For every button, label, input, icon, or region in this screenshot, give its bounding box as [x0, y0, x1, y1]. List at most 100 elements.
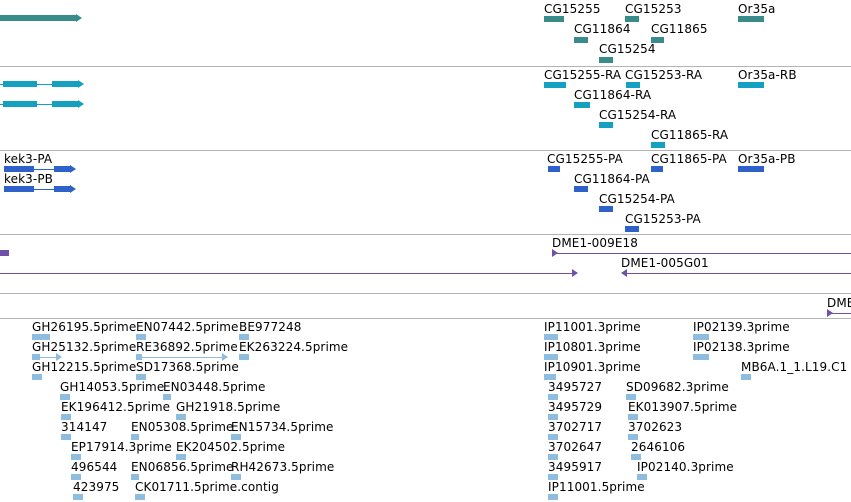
est-feature[interactable] — [32, 334, 50, 340]
clone-line[interactable] — [625, 273, 851, 274]
cds-label[interactable]: kek3-PA — [4, 152, 53, 166]
est-feature[interactable] — [60, 394, 70, 400]
cds-feature[interactable] — [625, 226, 639, 232]
gene-feature[interactable] — [651, 37, 664, 43]
gene-label[interactable]: CG11865 — [651, 22, 708, 36]
est-feature[interactable] — [136, 334, 146, 340]
est-feature[interactable] — [741, 374, 751, 380]
cds-label[interactable]: CG11865-PA — [651, 152, 727, 166]
gene-label[interactable]: CG15254 — [599, 42, 656, 56]
cds-label[interactable]: Or35a-PB — [738, 152, 796, 166]
cds-label[interactable]: CG15253-PA — [625, 212, 701, 226]
clone-line[interactable] — [831, 313, 851, 314]
est-feature[interactable] — [73, 494, 83, 500]
transcript-label[interactable]: CG11864-RA — [574, 88, 652, 102]
est-feature[interactable] — [628, 414, 638, 420]
cds-feature[interactable] — [738, 166, 764, 172]
gene-label[interactable]: CG15253 — [625, 2, 682, 16]
est-label[interactable]: SD09682.3prime — [626, 380, 729, 394]
est-feature[interactable] — [176, 454, 186, 460]
est-feature[interactable] — [131, 474, 139, 480]
est-feature[interactable] — [131, 434, 139, 440]
transcript-feature[interactable] — [574, 102, 590, 108]
exon[interactable] — [52, 81, 78, 87]
est-feature[interactable] — [548, 414, 558, 420]
est-label[interactable]: EN06856.5prime — [131, 460, 234, 474]
est-label[interactable]: EK263224.5prime — [239, 340, 349, 354]
est-label[interactable]: 3702717 — [548, 420, 603, 434]
exon[interactable] — [3, 101, 37, 107]
est-feature[interactable] — [548, 434, 558, 440]
cds-feature[interactable] — [548, 166, 560, 172]
est-line[interactable] — [136, 357, 226, 358]
est-label[interactable]: EN15734.5prime — [231, 420, 334, 434]
est-label[interactable]: CK01711.5prime.contig — [135, 480, 279, 494]
est-feature[interactable] — [231, 474, 241, 480]
cds-exon[interactable] — [54, 186, 70, 192]
est-label[interactable]: EN07442.5prime — [136, 320, 239, 334]
est-feature[interactable] — [135, 494, 145, 500]
transcript-feature[interactable] — [651, 142, 665, 148]
est-label[interactable]: 3702647 — [548, 440, 603, 454]
est-label[interactable]: 314147 — [61, 420, 108, 434]
est-label[interactable]: GH25132.5prime — [32, 340, 137, 354]
gene-feature[interactable] — [544, 16, 564, 22]
clone-label[interactable]: DME1-009E18 — [552, 236, 638, 250]
est-feature[interactable] — [136, 354, 142, 360]
est-feature[interactable] — [176, 414, 186, 420]
transcript-feature[interactable] — [738, 82, 764, 88]
est-label[interactable]: 3495727 — [548, 380, 603, 394]
est-feature[interactable] — [61, 434, 71, 440]
transcript-feature[interactable] — [626, 82, 640, 88]
transcript-feature[interactable] — [599, 122, 613, 128]
est-feature[interactable] — [239, 354, 249, 360]
est-feature[interactable] — [71, 474, 81, 480]
est-label[interactable]: 3495729 — [548, 400, 603, 414]
est-feature[interactable] — [136, 374, 146, 380]
clone-feature[interactable] — [0, 250, 9, 256]
est-label[interactable]: SD17368.5prime — [136, 360, 239, 374]
est-label[interactable]: RH42673.5prime — [231, 460, 335, 474]
cds-exon[interactable] — [54, 166, 70, 172]
transcript-label[interactable]: Or35a-RB — [738, 68, 797, 82]
est-feature[interactable] — [32, 354, 40, 360]
est-feature[interactable] — [693, 354, 709, 360]
transcript-label[interactable]: CG15255-RA — [544, 68, 622, 82]
est-feature[interactable] — [544, 374, 556, 380]
est-feature[interactable] — [548, 454, 558, 460]
est-label[interactable]: IP02140.3prime — [637, 460, 734, 474]
est-feature[interactable] — [32, 374, 42, 380]
transcript-label[interactable]: CG15254-RA — [599, 108, 677, 122]
est-label[interactable]: 2646106 — [631, 440, 686, 454]
gene-label[interactable]: Or35a — [738, 2, 776, 16]
exon[interactable] — [3, 81, 37, 87]
exon[interactable] — [52, 101, 78, 107]
cds-label[interactable]: CG11864-PA — [574, 172, 650, 186]
est-label[interactable]: EN03448.5prime — [163, 380, 266, 394]
gene-feature[interactable] — [738, 16, 764, 22]
est-feature[interactable] — [163, 394, 171, 400]
est-label[interactable]: 3495917 — [548, 460, 603, 474]
est-line[interactable] — [32, 357, 58, 358]
est-label[interactable]: GH14053.5prime — [60, 380, 165, 394]
est-label[interactable]: BE977248 — [239, 320, 302, 334]
gene-label[interactable]: CG15255 — [544, 2, 601, 16]
est-label[interactable]: IP10801.3prime — [544, 340, 641, 354]
gene-feature[interactable] — [574, 37, 588, 43]
est-label[interactable]: EN05308.5prime — [131, 420, 234, 434]
est-label[interactable]: GH21918.5prime — [176, 400, 281, 414]
est-label[interactable]: IP10901.3prime — [544, 360, 641, 374]
est-label[interactable]: GH12215.5prime — [32, 360, 137, 374]
est-feature[interactable] — [548, 394, 558, 400]
est-label[interactable]: GH26195.5prime — [32, 320, 137, 334]
est-label[interactable]: EK196412.5prime — [61, 400, 171, 414]
cds-feature[interactable] — [651, 166, 663, 172]
cds-label[interactable]: kek3-PB — [4, 172, 53, 186]
est-label[interactable]: IP02138.3prime — [693, 340, 790, 354]
est-feature[interactable] — [71, 454, 81, 460]
est-label[interactable]: RE36892.5prime — [136, 340, 238, 354]
est-feature[interactable] — [239, 334, 249, 340]
est-feature[interactable] — [631, 454, 641, 460]
gene-label[interactable]: CG11864 — [574, 22, 631, 36]
cds-feature[interactable] — [574, 186, 588, 192]
